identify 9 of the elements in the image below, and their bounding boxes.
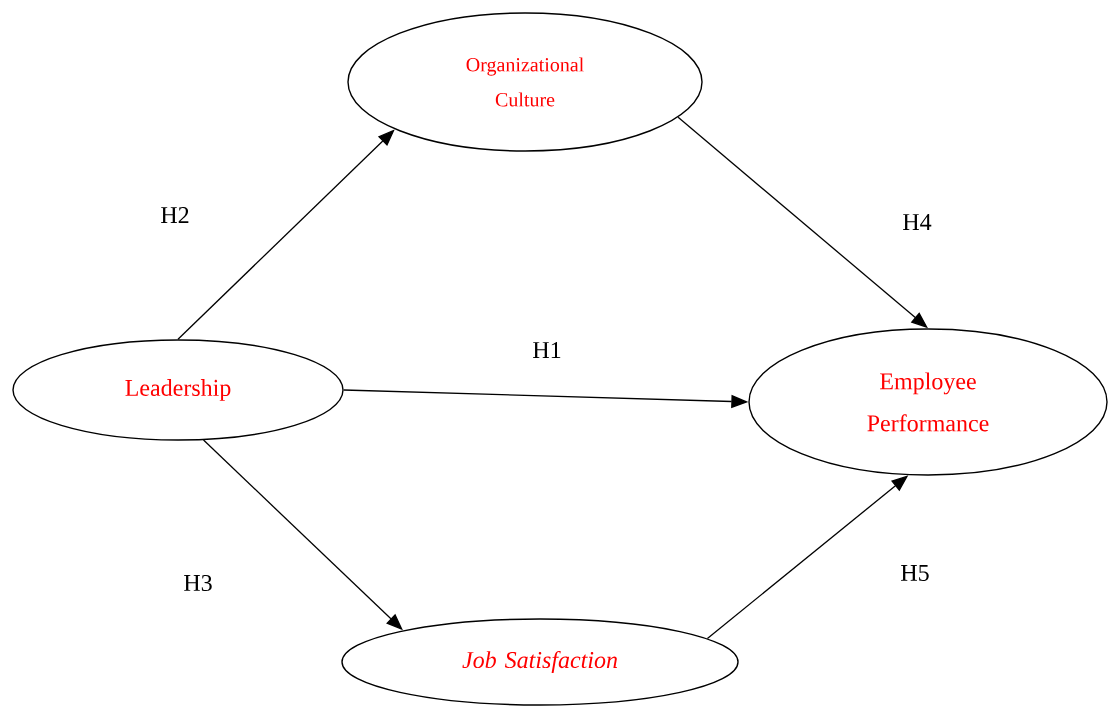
edge-label: H5 (901, 565, 929, 581)
ellipse-node: Job Satisfaction (341, 618, 739, 706)
edge-label: H3 (184, 574, 212, 592)
edge-label: H1 (533, 342, 561, 358)
edge-label: H4 (903, 214, 932, 230)
ellipse-node: Leadership (12, 339, 344, 441)
edge-label: H2 (161, 207, 189, 223)
ellipse-node: Employee Performance (748, 328, 1108, 476)
ellipse-node: Organizational Culture (347, 12, 703, 152)
